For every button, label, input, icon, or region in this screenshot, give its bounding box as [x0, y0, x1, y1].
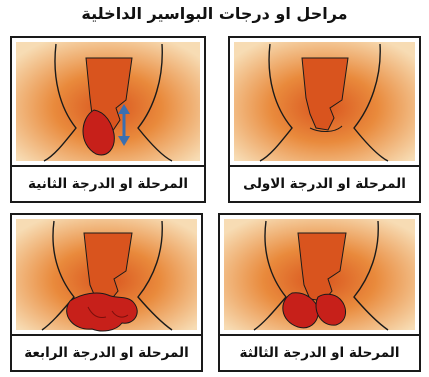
panel-caption: المرحلة او الدرجة الاولى [230, 165, 419, 201]
panel-stage-1: المرحلة او الدرجة الاولى [228, 36, 421, 203]
panel-caption: المرحلة او الدرجة الثانية [12, 165, 204, 201]
panel-stage-2: المرحلة او الدرجة الثانية [10, 36, 206, 203]
panel-caption: المرحلة او الدرجة الرابعة [12, 334, 201, 370]
stage-1-illustration [230, 38, 419, 165]
panel-stage-3: المرحلة او الدرجة الثالثة [218, 213, 421, 372]
panel-caption: المرحلة او الدرجة الثالثة [220, 334, 419, 370]
diagram-title: مراحل او درجات البواسير الداخلية [0, 4, 429, 28]
stage-2-illustration [12, 38, 204, 165]
stage-3-illustration [220, 215, 419, 334]
stage-4-illustration [12, 215, 201, 334]
panel-stage-4: المرحلة او الدرجة الرابعة [10, 213, 203, 372]
